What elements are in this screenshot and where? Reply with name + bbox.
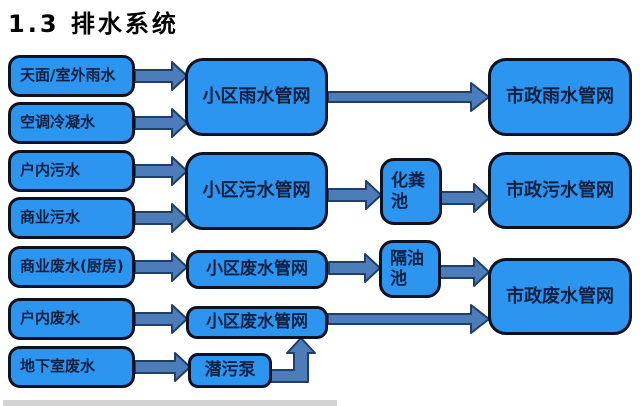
diagram-title: 1.3 排水系统	[8, 10, 179, 38]
arrow-community-waste-net-1-to-grease-trap	[328, 253, 381, 283]
arrow-community-rain-net-to-municipal-rain-net	[327, 82, 490, 112]
node-source-indoor-wastewater: 户内废水	[8, 298, 135, 340]
node-source-indoor-sewage: 户内污水	[8, 150, 135, 192]
node-community-sewage-network: 小区污水管网	[185, 152, 328, 230]
node-source-commercial-sewage: 商业污水	[8, 197, 135, 239]
node-community-rainwater-network: 小区雨水管网	[185, 58, 328, 136]
node-label: 户内废水	[20, 309, 81, 328]
arrow-pump-to-community-waste-net-2	[270, 337, 316, 383]
node-community-wastewater-network-1: 小区废水管网	[186, 250, 328, 289]
node-label: 户内污水	[20, 161, 81, 180]
arrow-indoor-wastewater-to-community-waste-net-2	[134, 304, 188, 334]
arrow-indoor-sewage-to-community-sewage-net	[134, 156, 188, 186]
node-community-wastewater-network-2: 小区废水管网	[186, 306, 328, 339]
arrow-septic-tank-to-municipal-sewage-net	[440, 183, 490, 213]
arrow-ac-condensate-to-community-rain-net	[134, 108, 188, 138]
arrow-commercial-sewage-to-community-sewage-net	[134, 203, 188, 233]
node-label: 潜污泵	[204, 360, 256, 381]
arrow-community-sewage-net-to-septic-tank	[327, 180, 382, 210]
node-label: 地下室废水	[20, 357, 96, 376]
arrow-grease-trap-to-municipal-waste-net	[439, 257, 490, 287]
node-grease-trap: 隔油池	[379, 240, 441, 298]
node-label: 天面/室外雨水	[20, 66, 116, 85]
arrow-basement-wastewater-to-pump	[134, 352, 191, 382]
arrow-roof-rainwater-to-community-rain-net	[134, 61, 188, 91]
node-label: 商业废水(厨房)	[20, 257, 124, 276]
node-municipal-rainwater-network: 市政雨水管网	[488, 58, 632, 136]
node-submersible-sewage-pump: 潜污泵	[188, 353, 272, 388]
node-label: 市政雨水管网	[506, 86, 614, 108]
node-source-ac-condensate: 空调冷凝水	[8, 102, 135, 144]
node-source-basement-wastewater: 地下室废水	[8, 346, 135, 388]
node-label: 小区污水管网	[202, 180, 311, 202]
node-label: 空调冷凝水	[20, 113, 96, 132]
node-source-commercial-wastewater-kitchen: 商业废水(厨房)	[8, 246, 135, 288]
node-label: 市政废水管网	[506, 285, 614, 307]
node-label: 小区废水管网	[206, 312, 308, 333]
arrow-kitchen-wastewater-to-community-waste-net-1	[134, 252, 188, 282]
arrow-community-waste-net-2-to-municipal-waste-net	[327, 304, 490, 334]
node-septic-tank: 化粪池	[380, 158, 442, 225]
node-municipal-wastewater-network: 市政废水管网	[488, 258, 632, 335]
bottom-divider	[3, 400, 337, 406]
node-source-roof-outdoor-rainwater: 天面/室外雨水	[8, 55, 135, 97]
node-municipal-sewage-network: 市政污水管网	[488, 152, 632, 229]
node-label: 市政污水管网	[506, 179, 614, 201]
node-label: 小区废水管网	[206, 259, 308, 280]
node-label: 化粪池	[391, 171, 425, 212]
node-label: 商业污水	[20, 208, 81, 227]
node-label: 隔油池	[390, 248, 424, 289]
node-label: 小区雨水管网	[202, 86, 311, 108]
